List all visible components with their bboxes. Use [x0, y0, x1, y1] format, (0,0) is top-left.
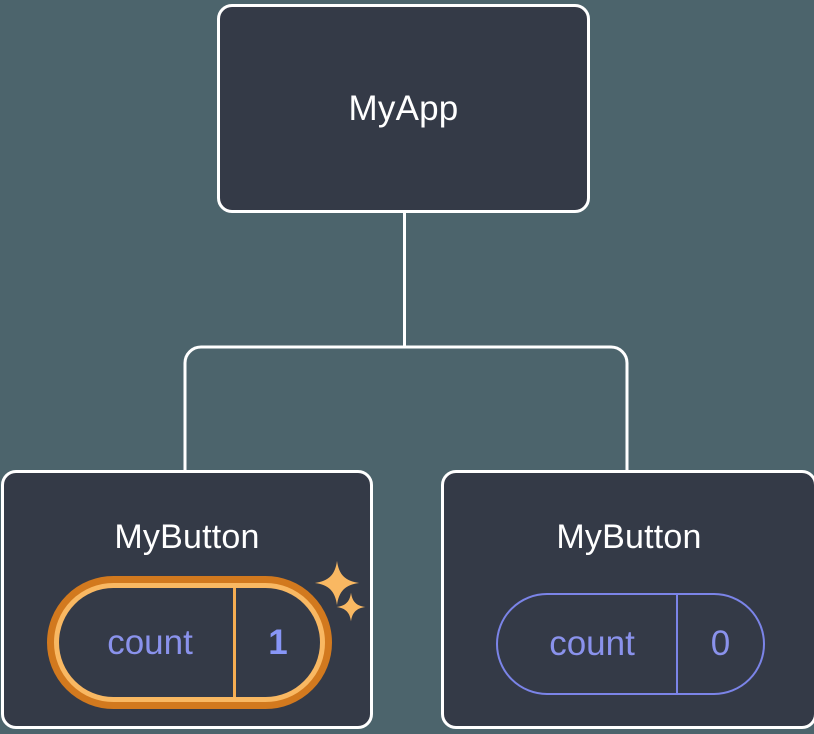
node-mybutton-left-title: MyButton	[114, 518, 260, 556]
node-myapp-title: MyApp	[348, 89, 459, 128]
connector-branch-left	[183, 345, 405, 470]
state-badge-count-right[interactable]: count 0	[496, 593, 765, 695]
node-myapp[interactable]: MyApp	[217, 4, 590, 213]
state-value-label: 0	[676, 595, 763, 693]
node-mybutton-left[interactable]: MyButton count 1	[1, 470, 373, 729]
state-key-label: count	[549, 624, 635, 663]
sparkle-icon	[336, 592, 366, 622]
sparkle-icon	[314, 560, 360, 606]
node-mybutton-right[interactable]: MyButton count 0	[441, 470, 814, 729]
state-key-label: count	[107, 622, 193, 662]
state-value-label: 1	[233, 588, 320, 697]
state-badge-inner: count 1	[59, 588, 320, 697]
node-mybutton-right-title: MyButton	[556, 518, 702, 556]
connector-branch-right	[404, 345, 629, 470]
state-badge-count-left[interactable]: count 1	[47, 576, 332, 709]
